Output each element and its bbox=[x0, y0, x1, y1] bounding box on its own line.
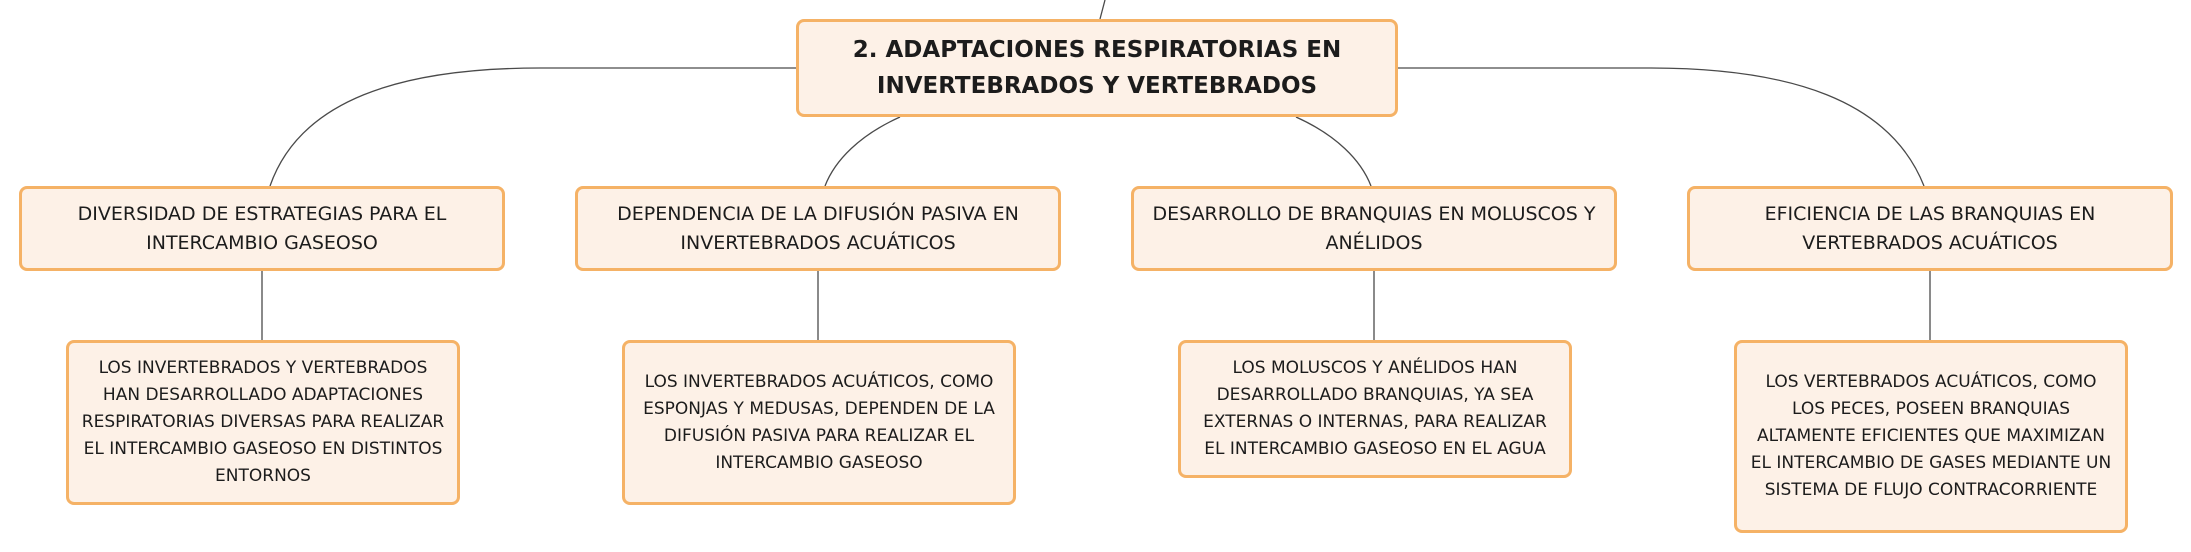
connector-root-topic-1 bbox=[269, 67, 796, 187]
detail-node-text: LOS INVERTEBRADOS Y VERTEBRADOS HAN DESA… bbox=[81, 358, 445, 486]
detail-node-1[interactable]: LOS INVERTEBRADOS Y VERTEBRADOS HAN DESA… bbox=[66, 340, 460, 505]
topic-node-label: DESARROLLO DE BRANQUIAS EN MOLUSCOS Y AN… bbox=[1152, 202, 1596, 254]
detail-node-3[interactable]: LOS MOLUSCOS Y ANÉLIDOS HAN DESARROLLADO… bbox=[1178, 340, 1572, 478]
topic-node-3[interactable]: DESARROLLO DE BRANQUIAS EN MOLUSCOS Y AN… bbox=[1131, 186, 1617, 271]
detail-node-2[interactable]: LOS INVERTEBRADOS ACUÁTICOS, COMO ESPONJ… bbox=[622, 340, 1016, 505]
topic-node-2[interactable]: DEPENDENCIA DE LA DIFUSIÓN PASIVA EN INV… bbox=[575, 186, 1061, 271]
connector-root-topic-4 bbox=[1398, 67, 1925, 187]
detail-node-text: LOS MOLUSCOS Y ANÉLIDOS HAN DESARROLLADO… bbox=[1203, 358, 1547, 459]
connector-root-topic-3 bbox=[1295, 116, 1372, 187]
detail-node-text: LOS VERTEBRADOS ACUÁTICOS, COMO LOS PECE… bbox=[1750, 372, 2112, 500]
root-node-label: 2. ADAPTACIONES RESPIRATORIAS EN INVERTE… bbox=[852, 37, 1342, 99]
connector-root-topic-2 bbox=[824, 116, 901, 187]
detail-node-text: LOS INVERTEBRADOS ACUÁTICOS, COMO ESPONJ… bbox=[643, 371, 995, 473]
topic-node-label: DEPENDENCIA DE LA DIFUSIÓN PASIVA EN INV… bbox=[617, 202, 1019, 254]
topic-node-label: DIVERSIDAD DE ESTRATEGIAS PARA EL INTERC… bbox=[77, 202, 447, 254]
topic-node-1[interactable]: DIVERSIDAD DE ESTRATEGIAS PARA EL INTERC… bbox=[19, 186, 505, 271]
detail-node-4[interactable]: LOS VERTEBRADOS ACUÁTICOS, COMO LOS PECE… bbox=[1734, 340, 2128, 533]
parent-connector bbox=[1099, 0, 1106, 20]
topic-node-label: EFICIENCIA DE LAS BRANQUIAS EN VERTEBRAD… bbox=[1764, 202, 2096, 254]
topic-node-4[interactable]: EFICIENCIA DE LAS BRANQUIAS EN VERTEBRAD… bbox=[1687, 186, 2173, 271]
root-node[interactable]: 2. ADAPTACIONES RESPIRATORIAS EN INVERTE… bbox=[796, 19, 1398, 117]
